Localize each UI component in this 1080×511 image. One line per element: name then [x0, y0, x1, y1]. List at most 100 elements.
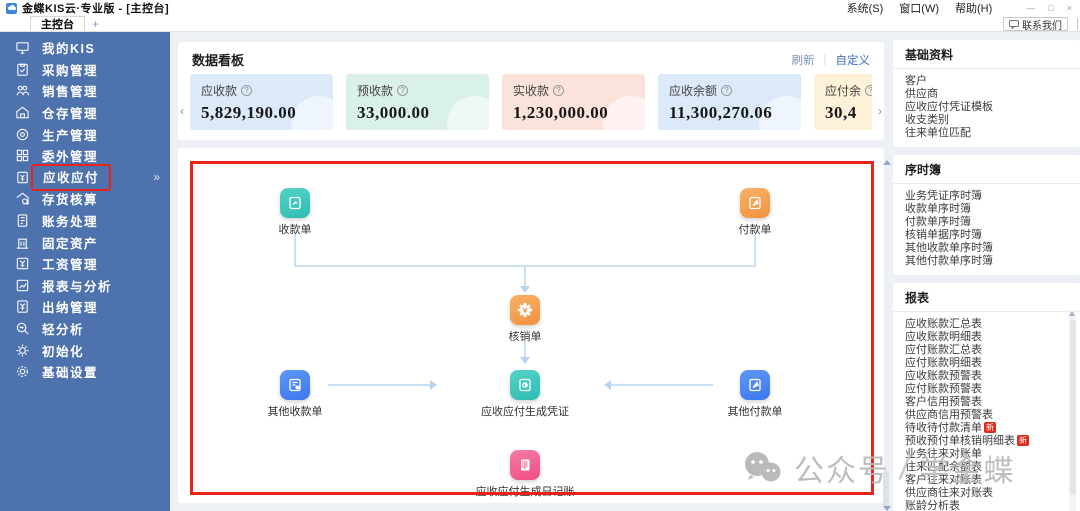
- report-link[interactable]: 应收账款明细表: [905, 331, 982, 343]
- outsource-grid-icon: [14, 148, 30, 164]
- sidebar-item-purchase[interactable]: 采购管理: [0, 59, 170, 81]
- flow-connector: [294, 232, 296, 265]
- report-link[interactable]: 应付账款汇总表: [905, 344, 982, 356]
- report-link[interactable]: 业务往来对账单: [905, 448, 982, 460]
- sidebar-item-fixed-assets[interactable]: 固定资产: [0, 231, 170, 253]
- link-partner-matching[interactable]: 往来单位匹配: [905, 127, 971, 139]
- sidebar-item-sales[interactable]: 销售管理: [0, 80, 170, 102]
- toolbar-divider: [1077, 18, 1078, 30]
- flow-node-writeoff-bill[interactable]: 核销单: [455, 295, 595, 344]
- sidebar-item-production[interactable]: 生产管理: [0, 123, 170, 145]
- receivable-book-icon: [14, 169, 30, 185]
- arrow-down-icon: [520, 357, 530, 364]
- kpi-card-pre-receipt[interactable]: 预收款? 33,000.00: [346, 74, 489, 130]
- menu-help[interactable]: 帮助(H): [955, 3, 993, 15]
- report-link[interactable]: 往来匹配余额表: [905, 461, 982, 473]
- info-icon[interactable]: ?: [397, 85, 409, 96]
- journal-link[interactable]: 业务凭证序时簿: [905, 190, 982, 202]
- reports-scrollbar[interactable]: [1069, 310, 1076, 511]
- sidebar: 我的KIS 采购管理 销售管理 仓存管理 生产管理 委外管理: [0, 32, 170, 511]
- flow-node-other-receipt-bill[interactable]: 其他收款单: [225, 370, 365, 419]
- report-link[interactable]: 预收预付单核销明细表新: [905, 435, 1029, 447]
- scrollbar-thumb[interactable]: [883, 470, 889, 508]
- scrollbar-thumb[interactable]: [1069, 320, 1076, 495]
- menu-window[interactable]: 窗口(W): [899, 3, 940, 15]
- link-supplier[interactable]: 供应商: [905, 88, 938, 100]
- flow-node-generate-journal[interactable]: 应收应付生成日记账: [455, 450, 595, 499]
- flow-node-payment-bill[interactable]: 付款单: [685, 188, 825, 237]
- journal-link[interactable]: 付款单序时簿: [905, 216, 971, 228]
- ledger-icon: [14, 213, 30, 229]
- sidebar-item-warehouse[interactable]: 仓存管理: [0, 102, 170, 124]
- flow-node-generate-voucher[interactable]: 应收应付生成凭证: [455, 370, 595, 419]
- carousel-prev-icon[interactable]: ‹: [180, 104, 184, 118]
- sidebar-item-light-analysis[interactable]: 轻分析: [0, 318, 170, 340]
- report-link[interactable]: 待收待付款清单新: [905, 422, 996, 434]
- flow-connector: [524, 265, 526, 287]
- scroll-up-icon[interactable]: [1069, 311, 1075, 316]
- flow-connector: [328, 384, 431, 386]
- chevron-double-right-icon[interactable]: »: [153, 170, 160, 185]
- report-link[interactable]: 应付账款明细表: [905, 357, 982, 369]
- report-link[interactable]: 应收账款汇总表: [905, 318, 982, 330]
- info-icon[interactable]: ?: [241, 85, 253, 96]
- kpi-card-receivable[interactable]: 应收款? 5,829,190.00: [190, 74, 333, 130]
- sidebar-item-initialization[interactable]: 初始化: [0, 339, 170, 361]
- flow-connector: [754, 232, 756, 265]
- arrow-left-icon: [604, 380, 611, 390]
- sidebar-item-outsource[interactable]: 委外管理: [0, 145, 170, 167]
- menu-system[interactable]: 系统(S): [846, 3, 884, 15]
- info-icon[interactable]: ?: [865, 85, 872, 96]
- journal-link[interactable]: 收款单序时簿: [905, 203, 971, 215]
- contact-us-button[interactable]: 联系我们: [1003, 17, 1068, 32]
- tab-main-console[interactable]: 主控台: [30, 16, 85, 31]
- main-content: 数据看板 刷新 | 自定义 ‹ › 应收款? 5,829,190.00: [170, 32, 1080, 511]
- kpi-card-payable-balance[interactable]: 应付余? 30,4: [814, 74, 872, 130]
- kpi-card-receivable-balance[interactable]: 应收余额? 11,300,270.06: [658, 74, 801, 130]
- link-voucher-template[interactable]: 应收应付凭证模板: [905, 101, 993, 113]
- info-icon[interactable]: ?: [721, 85, 733, 96]
- report-link[interactable]: 应付账款预警表: [905, 383, 982, 395]
- tab-row: 主控台 + 联系我们: [0, 16, 1080, 32]
- report-link[interactable]: 供应商信用预警表: [905, 409, 993, 421]
- sidebar-item-ledger[interactable]: 账务处理: [0, 210, 170, 232]
- window-controls: — □ ×: [1026, 3, 1072, 13]
- sidebar-item-inventory-audit[interactable]: 存货核算: [0, 188, 170, 210]
- flow-node-receipt-bill[interactable]: 收款单: [225, 188, 365, 237]
- sidebar-item-my-kis[interactable]: 我的KIS: [0, 37, 170, 59]
- link-customer[interactable]: 客户: [905, 75, 927, 87]
- generate-voucher-icon: [510, 370, 540, 400]
- report-link[interactable]: 应收账款预警表: [905, 370, 982, 382]
- sidebar-item-receivable-payable[interactable]: 应收应付 »: [0, 163, 170, 191]
- add-tab-icon[interactable]: +: [92, 17, 100, 31]
- sidebar-item-basic-settings[interactable]: 基础设置: [0, 361, 170, 383]
- refresh-link[interactable]: 刷新: [791, 54, 815, 67]
- journal-link[interactable]: 其他收款单序时簿: [905, 242, 993, 254]
- kpi-card-actual-receipt[interactable]: 实收款? 1,230,000.00: [502, 74, 645, 130]
- close-icon[interactable]: ×: [1066, 3, 1072, 13]
- info-icon[interactable]: ?: [553, 85, 565, 96]
- chart-icon: [14, 277, 30, 293]
- sidebar-item-reports-analysis[interactable]: 报表与分析: [0, 275, 170, 297]
- report-link[interactable]: 账龄分析表: [905, 500, 960, 511]
- customize-link[interactable]: 自定义: [835, 54, 871, 67]
- report-link[interactable]: 客户往来对账表: [905, 474, 982, 486]
- production-icon: [14, 126, 30, 142]
- sidebar-item-payroll[interactable]: 工资管理: [0, 253, 170, 275]
- kpi-value: 1,230,000.00: [513, 103, 609, 122]
- minimize-icon[interactable]: —: [1026, 3, 1036, 13]
- report-link[interactable]: 客户信用预警表: [905, 396, 982, 408]
- scroll-up-icon[interactable]: [883, 160, 891, 165]
- journal-link[interactable]: 其他付款单序时簿: [905, 255, 993, 267]
- maximize-icon[interactable]: □: [1048, 3, 1054, 13]
- journal-link[interactable]: 核销单据序时簿: [905, 229, 982, 241]
- cashier-icon: [14, 299, 30, 315]
- scroll-down-icon[interactable]: [883, 506, 891, 511]
- sidebar-item-cashier[interactable]: 出纳管理: [0, 296, 170, 318]
- carousel-next-icon[interactable]: ›: [878, 104, 882, 118]
- link-income-expense-type[interactable]: 收支类别: [905, 114, 949, 126]
- vertical-scrollbar[interactable]: [882, 160, 891, 511]
- report-link[interactable]: 供应商往来对账表: [905, 487, 993, 499]
- flow-node-other-payment-bill[interactable]: 其他付款单: [685, 370, 825, 419]
